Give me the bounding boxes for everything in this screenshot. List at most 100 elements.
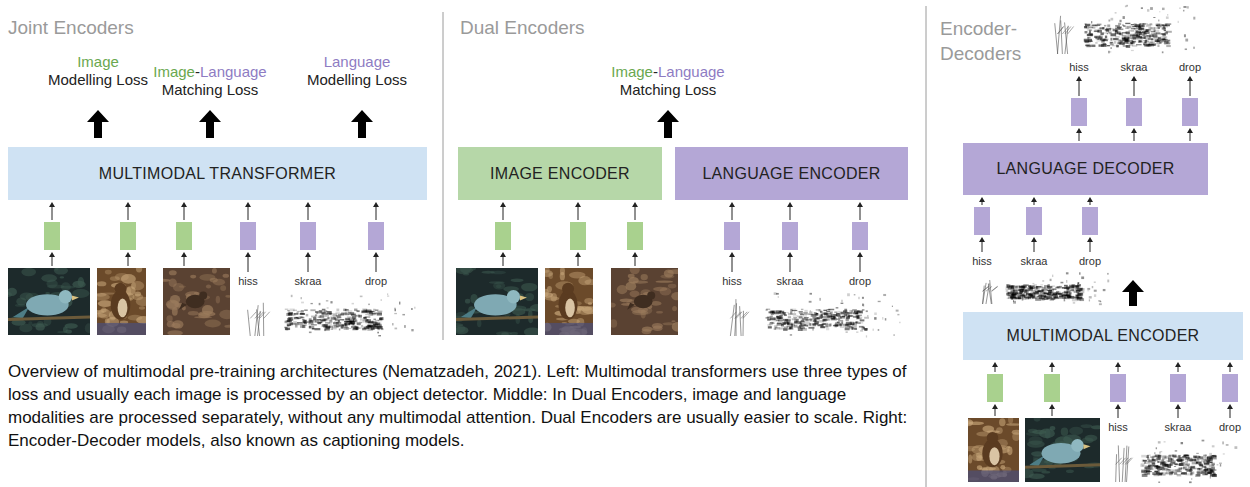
label-group: skraa	[1165, 420, 1192, 434]
token-embedding	[495, 222, 511, 250]
output-arrow	[1122, 280, 1144, 306]
flow-arrow	[373, 202, 379, 220]
panel-heading: Dual Encoders	[460, 17, 585, 38]
panel-heading: Joint Encoders	[8, 17, 134, 38]
token-word: hiss	[972, 255, 992, 267]
flow-arrow	[1087, 237, 1093, 252]
token-embedding	[974, 207, 990, 235]
loss-label: Image	[153, 63, 195, 80]
label-group: Encoder-Decoders	[940, 16, 1040, 66]
spectrogram	[1055, 5, 1196, 54]
box-title: IMAGE ENCODER	[490, 165, 630, 183]
token-embedding	[1082, 207, 1098, 235]
bird-photo	[163, 268, 230, 335]
flow-arrow	[181, 202, 187, 220]
token-embedding	[1126, 98, 1142, 126]
encoder-box: MULTIMODAL ENCODER	[963, 312, 1243, 360]
token-word: hiss	[238, 275, 258, 287]
loss-label: Image	[611, 63, 653, 80]
flow-arrow	[1115, 362, 1121, 372]
flow-arrow	[1187, 128, 1193, 141]
token-embedding	[1044, 374, 1060, 402]
flow-arrow	[49, 202, 55, 220]
label-group: Joint Encoders	[8, 16, 134, 40]
token-embedding	[300, 222, 316, 250]
flow-arrow	[1131, 128, 1137, 141]
flow-arrow	[125, 202, 131, 220]
flow-arrow	[787, 252, 793, 272]
flow-arrow	[1049, 362, 1055, 372]
flow-arrow	[575, 202, 581, 220]
flow-arrow	[1076, 128, 1082, 141]
flow-arrow	[1227, 362, 1233, 372]
bird-photo	[545, 268, 593, 335]
flow-arrow	[1031, 237, 1037, 252]
flow-arrow	[500, 202, 506, 220]
token-embedding	[1222, 374, 1238, 402]
spectrogram	[730, 292, 900, 337]
token-word: skraa	[777, 275, 804, 287]
token-word: hiss	[722, 275, 742, 287]
flow-arrow	[575, 252, 581, 266]
label-group: hiss	[1108, 420, 1128, 434]
spectrogram	[1116, 440, 1238, 483]
label-group: skraa	[777, 274, 804, 288]
label-group: hiss	[1069, 60, 1089, 74]
token-word: hiss	[1108, 421, 1128, 433]
label-group: skraa	[1121, 60, 1148, 74]
loss-label: Language	[200, 63, 267, 80]
spectrogram	[983, 272, 1110, 305]
token-word: skraa	[1121, 61, 1148, 73]
flow-arrow	[992, 404, 998, 416]
encoder-box: LANGUAGE ENCODER	[675, 147, 908, 200]
token-word: skraa	[1165, 421, 1192, 433]
label-group: Language	[324, 53, 391, 71]
label-group: Matching Loss	[162, 81, 259, 99]
flow-arrow	[500, 252, 506, 266]
token-embedding	[44, 222, 60, 250]
token-embedding	[368, 222, 384, 250]
flow-arrow	[373, 252, 379, 272]
flow-arrow	[1187, 76, 1193, 96]
output-arrow	[87, 110, 109, 138]
label-group: drop	[1179, 60, 1201, 74]
flow-arrow	[729, 252, 735, 272]
figure-caption: Overview of multimodal pre-training arch…	[8, 360, 913, 452]
label-group: skraa	[295, 274, 322, 288]
flow-arrow	[305, 252, 311, 272]
loss-label: Matching Loss	[162, 81, 259, 98]
panel-heading: Encoder-Decoders	[940, 18, 1021, 64]
label-group: drop	[1079, 254, 1101, 268]
loss-label: Modelling Loss	[307, 71, 407, 88]
token-embedding	[627, 222, 643, 250]
encoder-box: MULTIMODAL TRANSFORMER	[8, 147, 427, 200]
token-embedding	[1182, 98, 1198, 126]
label-group: skraa	[1021, 254, 1048, 268]
token-word: drop	[849, 275, 871, 287]
flow-arrow	[1076, 76, 1082, 96]
loss-label: Language	[658, 63, 725, 80]
label-group: Modelling Loss	[48, 71, 148, 89]
label-group: hiss	[238, 274, 258, 288]
flow-arrow	[245, 252, 251, 272]
token-word: drop	[365, 275, 387, 287]
label-group: Dual Encoders	[460, 16, 585, 40]
bird-photo	[611, 268, 678, 335]
panel-separator	[926, 6, 927, 487]
box-title: MULTIMODAL TRANSFORMER	[99, 165, 336, 183]
loss-label: -	[653, 63, 658, 80]
encoder-box: IMAGE ENCODER	[458, 147, 662, 200]
label-group: Image-Language	[153, 63, 266, 81]
box-title: LANGUAGE ENCODER	[702, 165, 880, 183]
loss-label: Modelling Loss	[48, 71, 148, 88]
token-word: drop	[1179, 61, 1201, 73]
label-group: drop	[365, 274, 387, 288]
bird-photo	[97, 268, 146, 335]
flow-arrow	[1131, 76, 1137, 96]
flow-arrow	[632, 202, 638, 220]
flow-arrow	[1031, 197, 1037, 205]
box-title: LANGUAGE DECODER	[996, 160, 1174, 178]
flow-arrow	[1175, 404, 1181, 418]
token-embedding	[120, 222, 136, 250]
